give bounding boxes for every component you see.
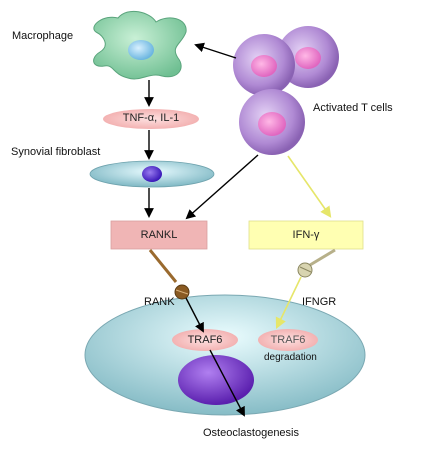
t-cell-nucleus [295, 47, 321, 69]
ifn-gamma-label: IFN-γ [292, 229, 320, 241]
osteoclast-cell [84, 294, 366, 416]
degradation-label: degradation [264, 352, 317, 363]
arrow-ifngr-to-traf6 [275, 276, 302, 330]
traf6-left-pill [172, 329, 238, 351]
rankl-box [110, 220, 208, 250]
cytokine-pill [103, 109, 199, 129]
osteoclastogenesis-label: Osteoclastogenesis [203, 427, 299, 439]
traf6-left-label: TRAF6 [187, 334, 223, 346]
macrophage-nucleus [128, 40, 154, 60]
arrow-traf6-to-osteoclastogenesis [209, 349, 245, 417]
rank-receptor-stalk [148, 249, 178, 283]
synovial-fibroblast-nucleus [142, 166, 162, 182]
ifngr-receptor-stalk [309, 248, 336, 267]
arrow-tcells-to-macrophage [194, 42, 237, 59]
ifngr-label: IFNGR [302, 296, 337, 308]
traf6-right-label: TRAF6 [270, 334, 306, 346]
traf6-right-pill [258, 329, 318, 351]
ifngr-receptor-bead-band [299, 266, 312, 273]
ifn-gamma-box [248, 220, 364, 250]
activated-t-cells-label: Activated T cells [313, 102, 393, 114]
synovial-fibroblast-label: Synovial fibroblast [11, 146, 101, 158]
cytokines-label: TNF-α, IL-1 [122, 112, 180, 124]
osteoclast-nucleus [178, 355, 254, 405]
ifngr-receptor-bead [297, 262, 313, 278]
t-cell-nucleus [258, 112, 286, 136]
rank-receptor-bead-band [175, 289, 189, 295]
t-cell-nucleus [251, 55, 277, 77]
rank-label: RANK [144, 296, 175, 308]
rankl-label: RANKL [140, 229, 178, 241]
arrow-tcells-to-ifn [287, 155, 332, 218]
arrow-tcells-to-rankl [185, 154, 259, 220]
macrophage-label: Macrophage [12, 30, 74, 42]
arrow-rank-to-traf6 [185, 297, 204, 333]
